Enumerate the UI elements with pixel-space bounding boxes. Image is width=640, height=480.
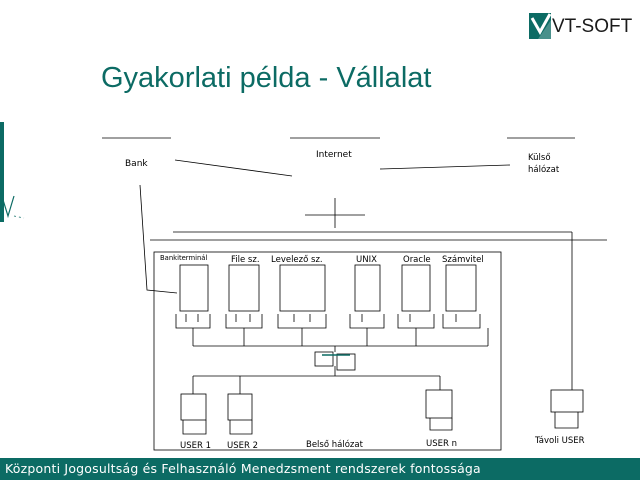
server-base-5 [397,314,435,329]
label-external-line1: Külső [528,153,551,163]
pc-user-1 [180,393,207,421]
server-base-6 [442,314,481,329]
label-accounting: Számvitel [442,255,484,265]
left-arrow-mark [0,189,15,219]
pc-user-1-base [182,420,207,435]
label-internal-network: Belső hálózat [306,439,364,450]
bank-terminal-link [139,184,178,294]
switch-right [336,353,356,371]
internet-external-link [379,164,511,170]
server-unix [354,264,381,312]
server-accounting [445,264,477,312]
internal-network-box [153,251,502,451]
label-external-line2: hálózat [528,164,560,175]
label-remote-user: Távoli USER [534,436,585,446]
left-accent-bar [0,122,4,222]
label-bank-terminal: Bankiterminál [160,254,207,262]
server-oracle [401,264,431,312]
label-user-n: USER n [426,439,457,449]
pc-user-n [425,389,453,419]
pc-user-2-base [229,420,253,435]
label-internet: Internet [316,150,352,160]
label-file-server: File sz. [231,255,260,265]
left-dotted-mark [13,215,25,219]
logo-text: VT-SOFT [552,16,633,37]
label-mail-server: Levelező sz. [271,255,323,265]
switch-left [314,351,334,367]
label-bank: Bank [125,159,148,169]
pc-remote-user [550,389,584,413]
page-title: Gyakorlati példa - Vállalat [101,62,432,94]
pc-remote-user-base [554,412,579,429]
server-base-3 [277,314,327,329]
server-bank-terminal [179,264,209,312]
label-unix: UNIX [356,255,377,265]
network-diagram: Bank Internet Külső hálózat Bankiterminá… [0,137,607,451]
footer-text: Központi Jogosultság és Felhasználó Mene… [5,461,481,476]
label-oracle: Oracle [403,255,431,265]
server-base-2 [225,314,263,329]
footer-bar: Központi Jogosultság és Felhasználó Mene… [0,458,640,480]
server-base-4 [349,314,385,329]
label-user-2: USER 2 [227,441,258,451]
server-base-1 [175,314,211,329]
pc-user-n-base [429,418,453,431]
bank-internet-link [174,159,293,177]
server-mail [279,264,326,312]
label-user-1: USER 1 [180,441,211,451]
vt-soft-logo-icon [529,13,552,39]
pc-user-2 [227,393,253,421]
server-file [228,264,260,312]
